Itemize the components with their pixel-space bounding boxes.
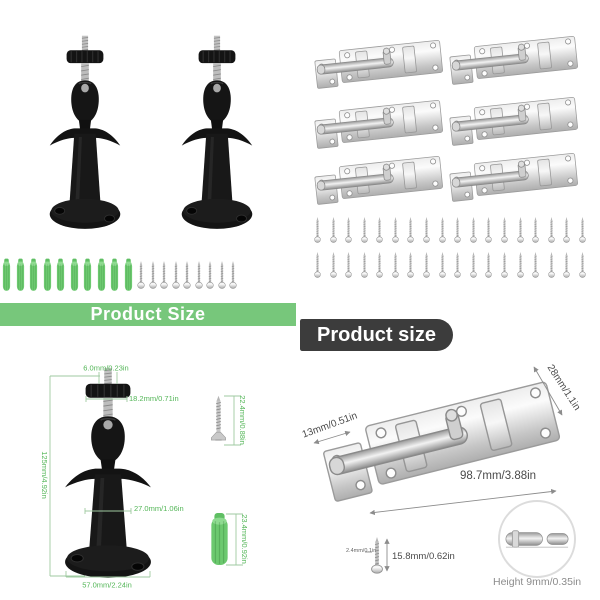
- mount-screw-row: [137, 261, 237, 289]
- wall-anchor: [43, 258, 52, 292]
- latch-screw: [470, 252, 477, 278]
- latch-screw-figure: [371, 537, 383, 574]
- latch-screw: [423, 217, 430, 243]
- pill-label: Product size: [317, 323, 436, 346]
- dim-screw-length: 22.4mm/0.88in: [237, 395, 247, 445]
- latch-screw: [532, 217, 539, 243]
- latch-screw: [376, 217, 384, 243]
- dim-barrel-height: Height 9mm/0.35in: [493, 576, 582, 588]
- barrel-bolt-latch: [312, 151, 446, 210]
- wall-anchor: [56, 258, 65, 292]
- latch-screw: [329, 252, 337, 278]
- latch-screw: [329, 217, 337, 243]
- mounting-screw: [148, 261, 157, 289]
- dim-screw-length: 15.8mm/0.62in: [392, 551, 455, 562]
- wall-anchor: [16, 258, 25, 292]
- mounting-screw: [229, 261, 237, 289]
- wall-anchor: [70, 258, 79, 292]
- latch-screw: [485, 217, 493, 243]
- mounting-screw: [217, 261, 226, 289]
- mounting-screw: [194, 261, 203, 289]
- latch-screw: [532, 252, 539, 278]
- dim-total-length: 98.7mm/3.88in: [460, 470, 537, 482]
- latch-screw: [392, 217, 399, 243]
- mounting-screw: [206, 261, 214, 289]
- dim-total-height: 125mm/4.92in: [39, 451, 49, 499]
- panel-latch-size-diagram: Product size 28mm/1.1in 13mm/0.51in 98.7…: [300, 300, 600, 600]
- diagram-anchor-figure: [210, 512, 229, 566]
- panel-mount-size-diagram: Product Size 6.0mm/0.23in 18.2mm/0.71in …: [0, 300, 300, 600]
- latch-screw: [423, 252, 430, 278]
- latch-screw: [547, 217, 555, 243]
- barrel-detail-inset: [498, 500, 576, 578]
- diagram-screw-figure: [210, 395, 227, 441]
- wall-anchor: [110, 258, 119, 292]
- latch-screw: [361, 252, 368, 278]
- dim-screw-diameter: 2.4mm/0.1in: [346, 548, 377, 554]
- latch-screw: [501, 217, 508, 243]
- product-size-banner: Product Size: [0, 303, 296, 326]
- latch-screw: [345, 252, 352, 278]
- latch-screw-row: [314, 252, 586, 278]
- mounting-screw: [160, 261, 168, 289]
- mounting-screw: [137, 261, 145, 289]
- wall-anchor-row: [2, 258, 133, 292]
- latch-screw: [361, 217, 368, 243]
- latch-screw: [407, 252, 415, 278]
- latch-screw: [547, 252, 555, 278]
- panel-mount-photos: [0, 0, 300, 300]
- wall-anchor: [29, 258, 38, 292]
- latch-screw: [407, 217, 415, 243]
- barrel-bolt-latch: [447, 31, 581, 90]
- panel-latch-photos: [300, 0, 600, 300]
- latch-screw: [314, 217, 321, 243]
- latch-screw: [314, 252, 321, 278]
- wall-anchor: [83, 258, 92, 292]
- camera-mount-photo: [49, 35, 121, 230]
- latch-screw: [563, 252, 570, 278]
- latch-screw: [392, 252, 399, 278]
- latch-screw: [438, 217, 446, 243]
- barrel-closeup: [505, 530, 569, 548]
- latch-diagram-figure: [315, 372, 567, 508]
- latch-screw: [454, 252, 461, 278]
- latch-screw: [376, 252, 384, 278]
- mounting-screw: [183, 261, 191, 289]
- dim-anchor-length: 23.4mm/0.92in: [239, 514, 249, 564]
- dim-column-diameter: 27.0mm/1.06in: [134, 504, 184, 513]
- mounting-screw: [171, 261, 180, 289]
- barrel-bolt-latch: [312, 95, 446, 154]
- latch-screw: [485, 252, 493, 278]
- wall-anchor: [97, 258, 106, 292]
- latch-screw: [501, 252, 508, 278]
- dim-base-diameter: 57.0mm/2.24in: [82, 580, 132, 590]
- product-size-pill: Product size: [300, 319, 453, 351]
- latch-screw-row: [314, 217, 586, 243]
- latch-screw: [454, 217, 461, 243]
- barrel-bolt-latch: [447, 148, 581, 207]
- latch-screw: [563, 217, 570, 243]
- latch-screw: [438, 252, 446, 278]
- camera-mount-photo: [181, 35, 253, 230]
- wall-anchor: [124, 258, 133, 292]
- latch-screw: [345, 217, 352, 243]
- latch-screw: [579, 217, 586, 243]
- banner-label: Product Size: [90, 304, 206, 324]
- latch-screw: [579, 252, 586, 278]
- wall-anchor: [2, 258, 11, 292]
- barrel-bolt-latch: [312, 35, 446, 94]
- dim-tip-diameter: 6.0mm/0.23in: [83, 363, 129, 373]
- latch-screw: [516, 217, 524, 243]
- latch-screw: [470, 217, 477, 243]
- latch-screw: [516, 252, 524, 278]
- dim-knob-diameter: 18.2mm/0.71in: [129, 394, 179, 403]
- barrel-bolt-latch: [447, 92, 581, 151]
